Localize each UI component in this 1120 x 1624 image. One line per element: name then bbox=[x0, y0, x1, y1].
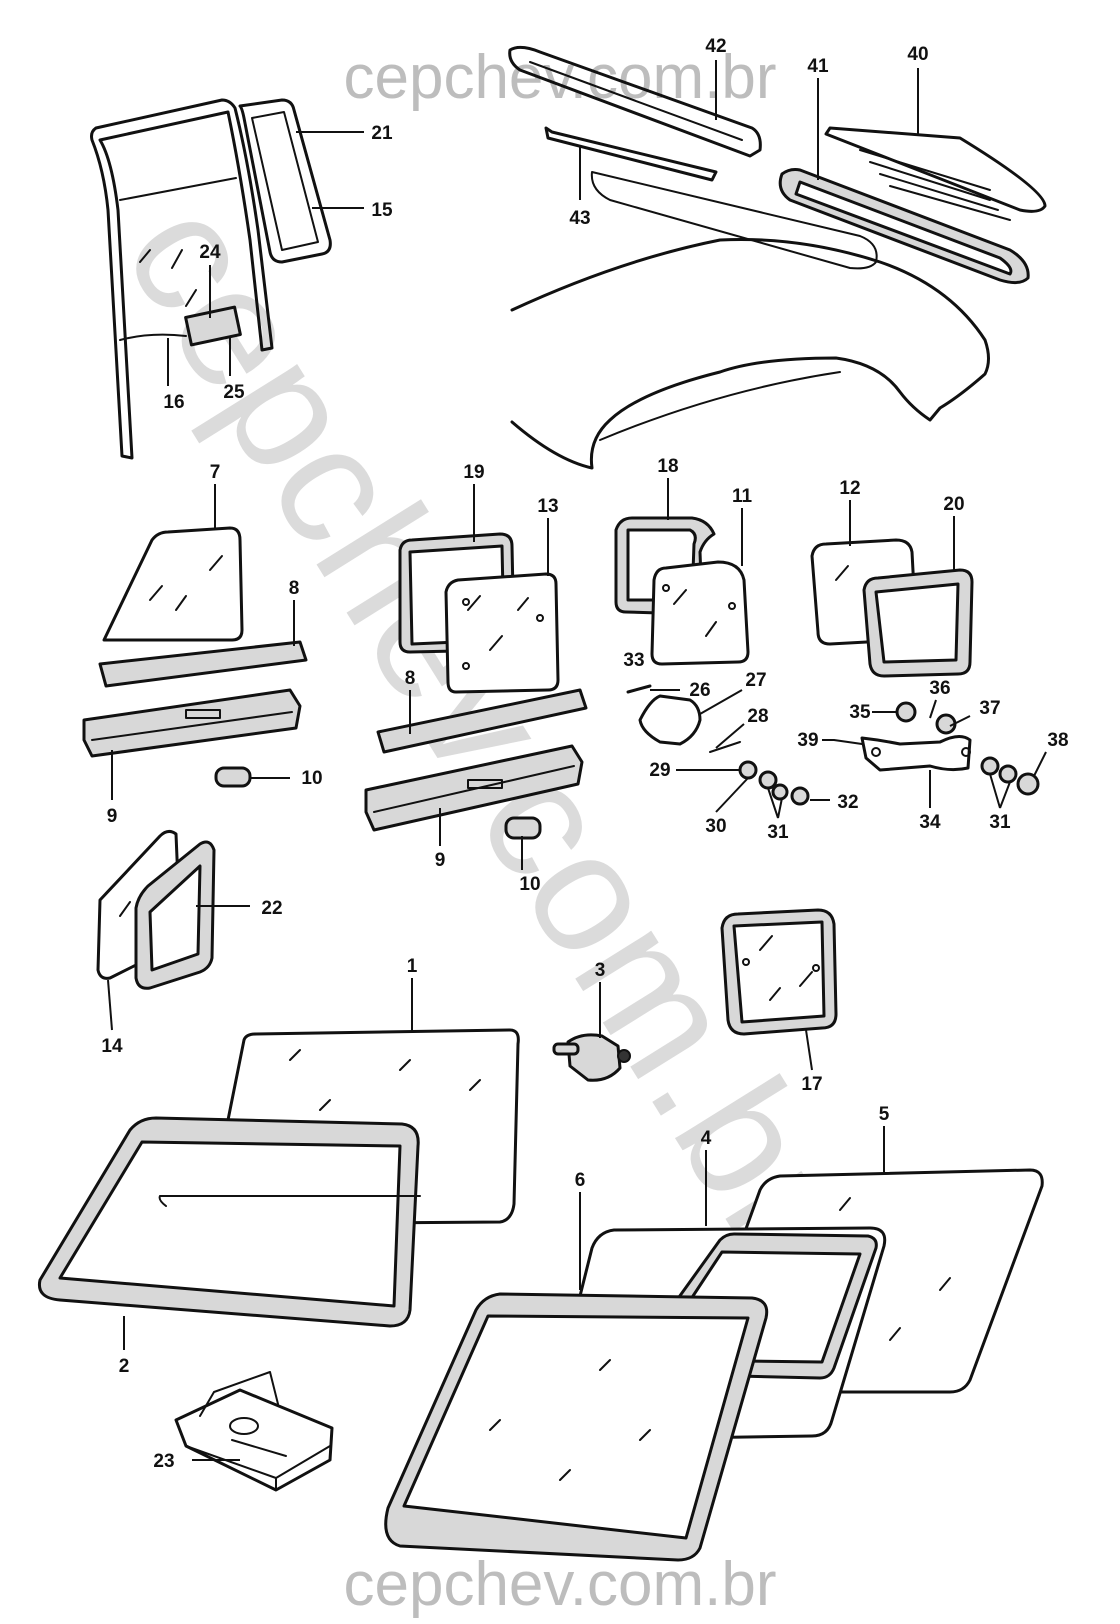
callout-15: 15 bbox=[371, 200, 393, 221]
callout-43: 43 bbox=[569, 208, 590, 229]
callout-41: 41 bbox=[807, 56, 829, 77]
callout-numbers: 21 15 24 25 16 42 41 40 43 7 8 9 10 19 1… bbox=[101, 36, 1068, 1472]
callout-37: 37 bbox=[979, 698, 1000, 719]
glass-14-22-assembly bbox=[96, 829, 216, 990]
callout-29: 29 bbox=[649, 760, 670, 781]
callout-39: 39 bbox=[797, 730, 818, 751]
callout-30: 30 bbox=[705, 816, 726, 837]
callout-13: 13 bbox=[537, 496, 558, 517]
leader-lines bbox=[107, 60, 1047, 1461]
sliding-glass-13-19-assembly bbox=[364, 532, 588, 840]
callout-3: 3 bbox=[595, 960, 606, 981]
glass-17 bbox=[720, 908, 838, 1036]
vent-glass-11-18-assembly bbox=[614, 516, 810, 806]
windshield-1-2-assembly bbox=[37, 1028, 520, 1328]
callout-31-right: 31 bbox=[989, 812, 1011, 833]
callout-34: 34 bbox=[919, 812, 941, 833]
callout-23: 23 bbox=[153, 1451, 174, 1472]
callout-10-center: 10 bbox=[519, 874, 540, 895]
callout-17: 17 bbox=[801, 1074, 822, 1095]
callout-38: 38 bbox=[1047, 730, 1068, 751]
callout-6: 6 bbox=[575, 1170, 586, 1191]
callout-8-left: 8 bbox=[289, 578, 300, 599]
callout-8-center: 8 bbox=[405, 668, 416, 689]
part-23-kit bbox=[174, 1371, 334, 1492]
callout-32: 32 bbox=[837, 792, 858, 813]
callout-4: 4 bbox=[701, 1128, 712, 1149]
callout-25: 25 bbox=[223, 382, 245, 403]
callout-1: 1 bbox=[407, 956, 418, 977]
callout-19: 19 bbox=[463, 462, 484, 483]
callout-28: 28 bbox=[747, 706, 768, 727]
callout-9-left: 9 bbox=[107, 806, 118, 827]
callout-11: 11 bbox=[732, 486, 753, 507]
callout-9-center: 9 bbox=[435, 850, 446, 871]
callout-14: 14 bbox=[101, 1036, 123, 1057]
watermark-bottom: cepchev.com.br bbox=[343, 1550, 776, 1619]
callout-7: 7 bbox=[210, 462, 221, 483]
callout-35: 35 bbox=[849, 702, 871, 723]
callout-31-left: 31 bbox=[767, 822, 789, 843]
callout-21: 21 bbox=[371, 123, 393, 144]
vent-glass-12-20-assembly bbox=[810, 538, 1040, 796]
callout-2: 2 bbox=[119, 1356, 130, 1377]
callout-12: 12 bbox=[839, 478, 860, 499]
callout-42: 42 bbox=[705, 36, 726, 57]
callout-10-left: 10 bbox=[301, 768, 322, 789]
callout-18: 18 bbox=[657, 456, 678, 477]
callout-40: 40 bbox=[907, 44, 928, 65]
callout-20: 20 bbox=[943, 494, 964, 515]
callout-36: 36 bbox=[929, 678, 950, 699]
callout-26: 26 bbox=[689, 680, 710, 701]
part-3-fitting bbox=[552, 1033, 631, 1082]
watermark-top: cepchev.com.br bbox=[343, 43, 776, 112]
callout-33: 33 bbox=[623, 650, 644, 671]
callout-5: 5 bbox=[879, 1104, 890, 1125]
callout-24: 24 bbox=[199, 242, 221, 263]
quarter-glass-7-assembly bbox=[82, 526, 308, 788]
rear-glass-4-5-6-assembly bbox=[384, 1168, 1044, 1562]
callout-22: 22 bbox=[261, 898, 282, 919]
callout-27: 27 bbox=[745, 670, 766, 691]
callout-16: 16 bbox=[163, 392, 184, 413]
roof-sunroof-assembly bbox=[508, 45, 1047, 470]
